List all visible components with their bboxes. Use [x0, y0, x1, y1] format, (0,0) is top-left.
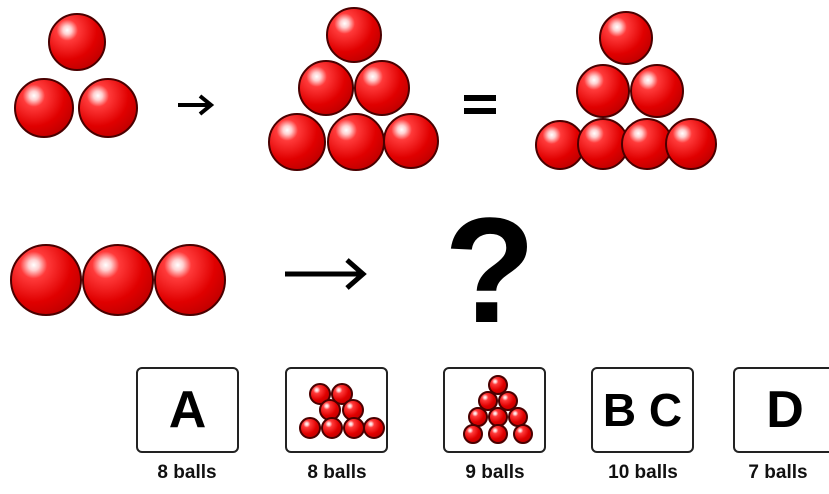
option-letter: D	[735, 377, 829, 443]
red-ball-icon	[343, 417, 365, 439]
red-ball-icon	[488, 424, 508, 444]
red-ball-icon	[363, 417, 385, 439]
red-ball-icon	[665, 118, 717, 170]
option-8-balls-box[interactable]	[285, 367, 388, 453]
red-ball-icon	[513, 424, 533, 444]
red-ball-icon	[78, 78, 138, 138]
red-ball-icon	[321, 417, 343, 439]
red-ball-icon	[14, 78, 74, 138]
red-ball-icon	[630, 64, 684, 118]
option-letter: B C	[593, 377, 692, 443]
option-caption: 10 balls	[588, 462, 698, 484]
equals-sign	[462, 92, 498, 118]
option-caption: 8 balls	[132, 462, 242, 484]
option-letter: A	[138, 377, 237, 443]
option-caption: 7 balls	[727, 462, 829, 484]
red-ball-icon	[327, 113, 385, 171]
red-ball-icon	[299, 417, 321, 439]
option-bc-box[interactable]: B C	[591, 367, 694, 453]
red-ball-icon	[463, 424, 483, 444]
question-mark-icon: ?	[444, 200, 524, 340]
red-ball-icon	[268, 113, 326, 171]
right-arrow-icon	[176, 94, 216, 116]
red-ball-icon	[576, 64, 630, 118]
option-d-box[interactable]: D	[733, 367, 829, 453]
red-ball-icon	[326, 7, 382, 63]
right-arrow-icon	[283, 256, 369, 292]
option-caption: 9 balls	[440, 462, 550, 484]
red-ball-icon	[354, 60, 410, 116]
red-ball-icon	[48, 13, 106, 71]
red-ball-icon	[383, 113, 439, 169]
red-ball-icon	[82, 244, 154, 316]
red-ball-icon	[154, 244, 226, 316]
option-a-box[interactable]: A	[136, 367, 239, 453]
red-ball-icon	[298, 60, 354, 116]
red-ball-icon	[599, 11, 653, 65]
option-9-balls-box[interactable]	[443, 367, 546, 453]
red-ball-icon	[10, 244, 82, 316]
option-caption: 8 balls	[282, 462, 392, 484]
